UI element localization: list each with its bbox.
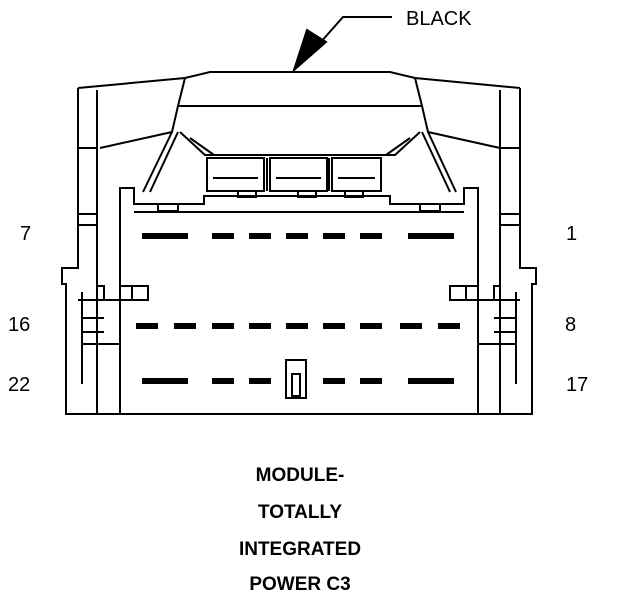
cavity-17 [408, 378, 454, 384]
cavity-1 [408, 233, 454, 239]
cavity-8 [438, 323, 460, 329]
connector-housing [61, 71, 537, 415]
cavity-7 [142, 233, 188, 239]
pin-cavities-row-2 [136, 323, 460, 329]
pin-cavities-row-1 [142, 233, 454, 239]
caption-line-3: INTEGRATED [238, 539, 362, 560]
cavity-22 [142, 378, 188, 384]
pin-label-1: 1 [566, 223, 578, 245]
callout-leader [291, 16, 392, 74]
callout-arrowhead [291, 28, 328, 74]
caption-line-2: TOTALLY [257, 502, 343, 523]
connector-body [78, 187, 520, 415]
pin-label-22: 22 [8, 374, 31, 396]
caption-line-1: MODULE- [255, 465, 345, 486]
pin-label-16: 16 [8, 314, 31, 336]
caption-line-4: POWER C3 [249, 574, 351, 595]
pin-label-7: 7 [20, 223, 32, 245]
cavity-16 [136, 323, 158, 329]
pin-label-17: 17 [566, 374, 589, 396]
pin-cavities-row-3 [142, 378, 454, 384]
pin-label-8: 8 [565, 314, 577, 336]
color-callout-label: BLACK [406, 8, 472, 30]
